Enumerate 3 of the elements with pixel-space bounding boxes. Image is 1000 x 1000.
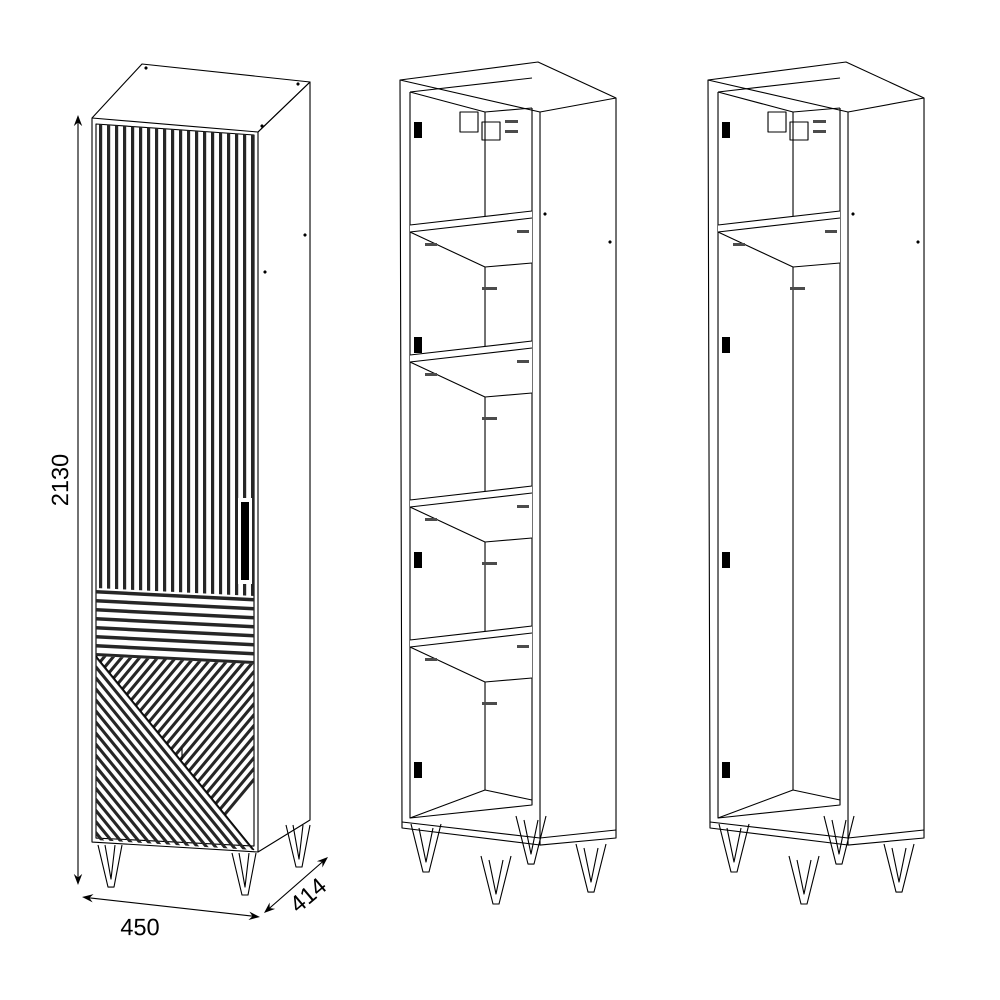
dimension-label: 2130 xyxy=(52,454,68,505)
dimension-label: 414 xyxy=(294,878,326,911)
dimension-label: 450 xyxy=(120,918,159,936)
